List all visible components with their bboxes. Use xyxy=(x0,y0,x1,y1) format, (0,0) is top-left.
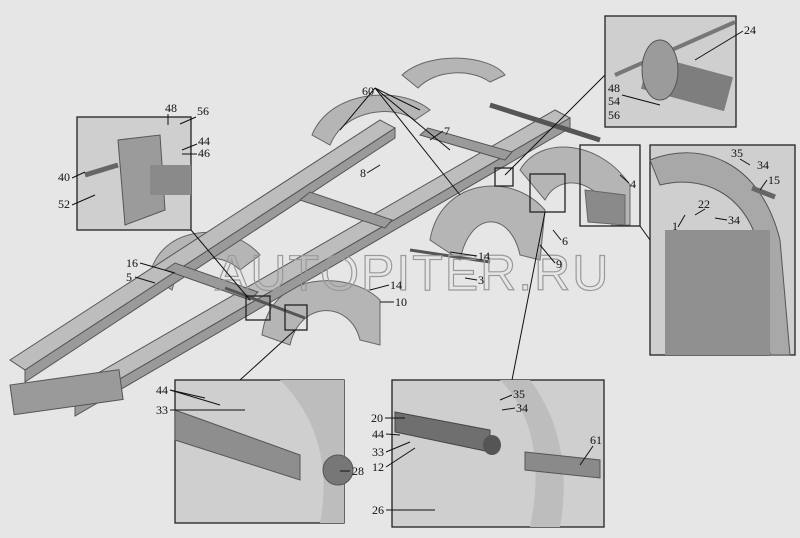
callout-3: 3 xyxy=(478,273,484,287)
callout-26: 26 xyxy=(372,503,384,517)
tube-rod-2 xyxy=(409,248,491,264)
callout-54: 54 xyxy=(608,94,620,108)
leader-lines xyxy=(71,30,768,511)
detail-box-d xyxy=(529,173,566,213)
callout-44: 44 xyxy=(372,427,384,441)
crossmember-3 xyxy=(418,127,513,161)
axle-tube xyxy=(489,102,601,143)
callout-48: 48 xyxy=(165,101,177,115)
callout-44: 44 xyxy=(198,134,210,148)
crossmember-2 xyxy=(298,191,393,229)
callout-34: 34 xyxy=(757,158,769,172)
callout-14: 14 xyxy=(478,249,490,263)
rear-bumper xyxy=(9,369,124,416)
callout-56: 56 xyxy=(197,104,209,118)
callout-22: 22 xyxy=(698,197,710,211)
fender-rear-top-1 xyxy=(311,94,431,146)
detail-box-e xyxy=(579,144,641,227)
callout-12: 12 xyxy=(372,460,384,474)
detail-box-a xyxy=(245,295,271,321)
callout-48: 48 xyxy=(608,81,620,95)
callout-44: 44 xyxy=(156,383,168,397)
fender-front-right xyxy=(519,146,631,227)
callout-34: 34 xyxy=(516,401,528,415)
callout-34: 34 xyxy=(728,213,740,227)
callout-6: 6 xyxy=(562,234,568,248)
callout-52: 52 xyxy=(58,197,70,211)
callout-35: 35 xyxy=(513,387,525,401)
mudflap xyxy=(584,189,626,226)
callout-4: 4 xyxy=(630,177,636,191)
callout-8: 8 xyxy=(360,166,366,180)
callout-61: 61 xyxy=(590,433,602,447)
callout-46: 46 xyxy=(198,146,210,160)
callout-60: 60 xyxy=(362,84,374,98)
callout-14: 14 xyxy=(390,278,402,292)
detail-box-b xyxy=(284,304,308,331)
callout-7: 7 xyxy=(444,124,450,138)
callout-24: 24 xyxy=(744,23,756,37)
callout-5: 5 xyxy=(126,270,132,284)
callout-56: 56 xyxy=(608,108,620,122)
callout-20: 20 xyxy=(371,411,383,425)
chassis-frame xyxy=(9,102,601,417)
callout-35: 35 xyxy=(731,146,743,160)
inset-right xyxy=(649,144,796,356)
inset-bottom-right xyxy=(391,379,605,528)
tube-rod xyxy=(224,286,306,320)
callout-16: 16 xyxy=(126,256,138,270)
callout-9: 9 xyxy=(556,257,562,271)
callout-33: 33 xyxy=(372,445,384,459)
inset-bottom-left xyxy=(174,379,354,524)
detail-box-c xyxy=(494,167,514,187)
inset-top-left xyxy=(76,116,192,231)
callout-1: 1 xyxy=(672,219,678,233)
callout-33: 33 xyxy=(156,403,168,417)
callout-28: 28 xyxy=(352,464,364,478)
inset-top-right xyxy=(604,15,737,128)
fender-front-mid xyxy=(429,185,546,261)
callout-15: 15 xyxy=(768,173,780,187)
fender-rear-top-2 xyxy=(401,57,506,89)
watermark: AUTOPITER.RU xyxy=(215,245,610,301)
frame-rail-left-side xyxy=(24,127,396,383)
inset-connectors xyxy=(190,74,651,381)
callout-10: 10 xyxy=(395,295,407,309)
callout-labels: 48 56 44 46 40 52 60 7 8 16 5 14 14 10 3… xyxy=(58,23,780,517)
callout-40: 40 xyxy=(58,170,70,184)
